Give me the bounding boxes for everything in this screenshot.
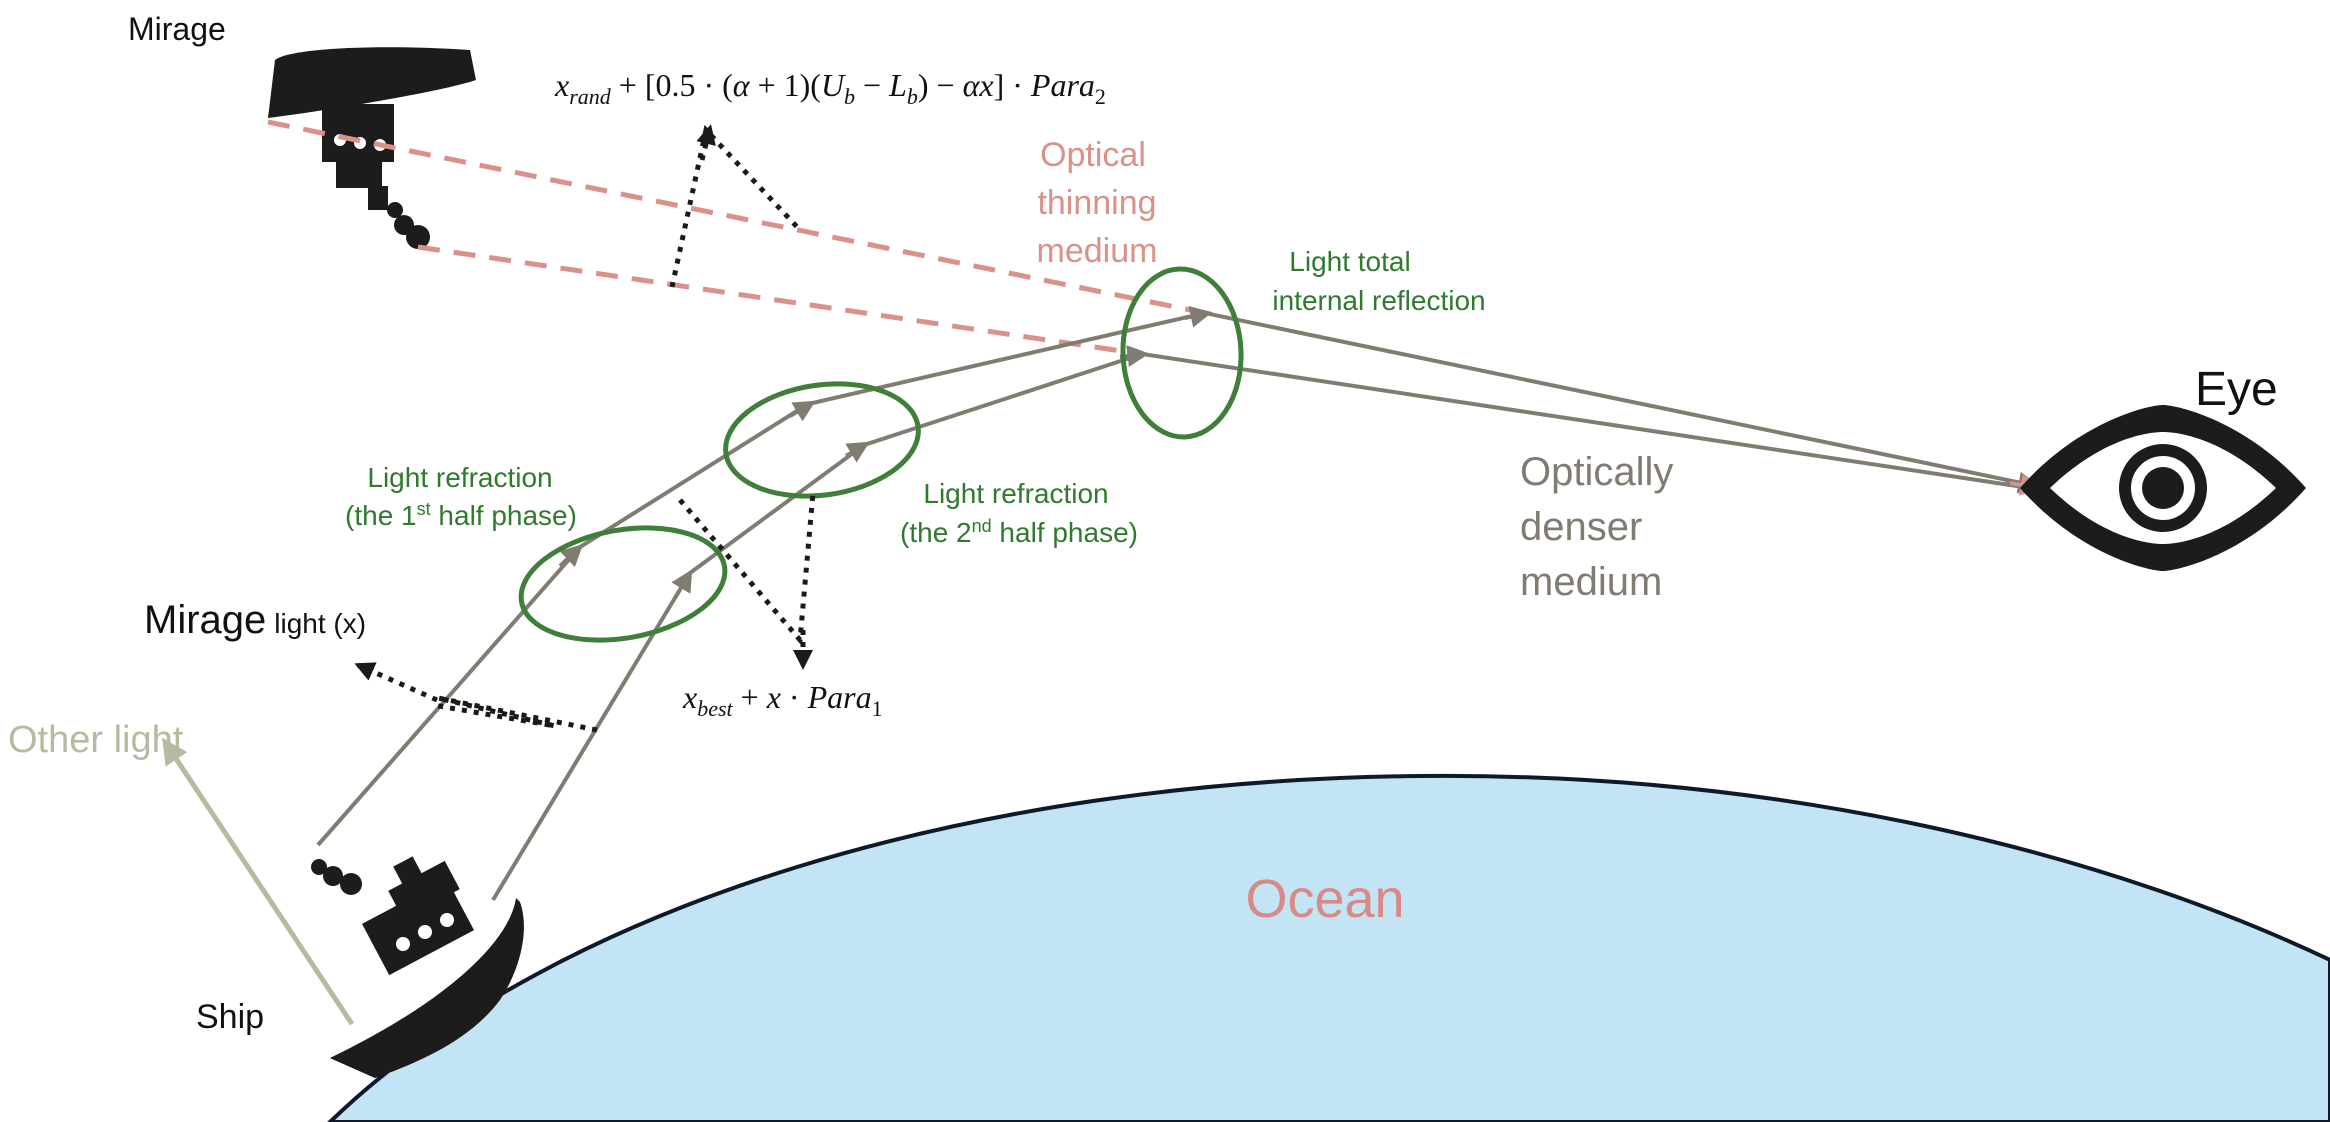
total-reflection-label: Light total internal reflection	[1272, 246, 1485, 316]
refraction-ellipses	[518, 266, 1244, 643]
optically-denser-line-3: medium	[1520, 560, 1662, 604]
optically-denser-line-2: denser	[1520, 505, 1642, 549]
formula-bottom: xbest + x · Para1	[682, 679, 883, 721]
formula-top: xrand + [0.5 · (α + 1)(Ub − Lb) − αx] · …	[554, 67, 1106, 109]
ship-label: Ship	[196, 998, 264, 1036]
refraction-second-line-2: (the 2nd half phase)	[900, 516, 1138, 548]
refraction-ellipse-second	[723, 381, 921, 499]
refraction-first-line-1: Light refraction	[367, 462, 552, 493]
other-light-arrow	[162, 737, 355, 1026]
dotted-annotations	[354, 124, 816, 733]
total-reflection-line-1: Light total	[1289, 246, 1410, 277]
optical-thinning-line-1: Optical	[1040, 136, 1146, 174]
eye-icon	[2020, 405, 2306, 571]
ocean-shape	[327, 773, 2330, 1122]
ship-icon	[311, 856, 524, 1078]
other-light-label: Other light	[8, 719, 184, 761]
mirage-label: Mirage	[128, 11, 226, 47]
refraction-first-line-2: (the 1st half phase)	[345, 499, 577, 531]
eye-label: Eye	[2195, 363, 2278, 416]
refraction-first-label: Light refraction (the 1st half phase)	[345, 462, 577, 531]
optically-denser-line-1: Optically	[1520, 450, 1673, 494]
ocean-label: Ocean	[1245, 869, 1404, 929]
mirage-ship-icon	[268, 47, 476, 249]
optically-denser-label: Optically denser medium	[1520, 450, 1673, 604]
refraction-second-line-1: Light refraction	[923, 478, 1108, 509]
optical-thinning-label: Optical thinning medium	[1037, 136, 1158, 270]
optical-thinning-line-2: thinning	[1037, 184, 1156, 222]
mirage-rays	[267, 119, 1206, 357]
refraction-ellipse-first	[518, 525, 728, 643]
total-reflection-line-2: internal reflection	[1272, 285, 1485, 316]
optical-thinning-line-3: medium	[1037, 232, 1158, 270]
refraction-second-label: Light refraction (the 2nd half phase)	[900, 478, 1138, 548]
reflection-ellipse	[1120, 266, 1244, 440]
